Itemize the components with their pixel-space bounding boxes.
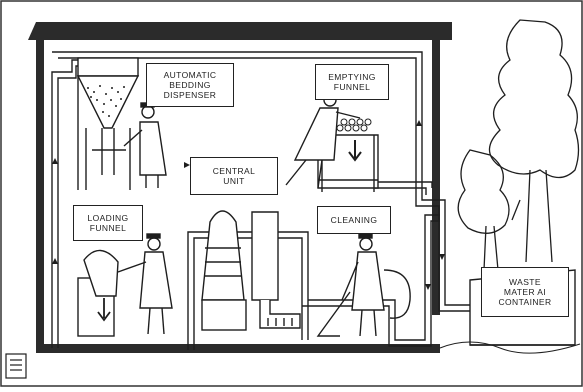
right-wall: [432, 40, 440, 315]
label-line: DISPENSER: [163, 90, 217, 100]
pipe-network: [51, 51, 470, 350]
label-line: MATER AI: [503, 287, 547, 297]
label-waste-material-container: WASTE MATER AI CONTAINER: [481, 267, 569, 317]
worker-loading: [117, 233, 173, 335]
label-line: FUNNEL: [89, 223, 127, 233]
pipe-arrows: [52, 120, 445, 290]
label-line: CENTRAL: [212, 166, 256, 176]
bedding-dispenser-hopper: [76, 57, 140, 190]
label-line: FUNNEL: [333, 82, 371, 92]
label-automatic-bedding-dispenser: AUTOMATIC BEDDING DISPENSER: [146, 63, 234, 107]
floor: [36, 344, 440, 353]
label-line: UNIT: [223, 176, 245, 186]
label-line: LOADING: [87, 213, 129, 223]
label-line: AUTOMATIC: [163, 70, 217, 80]
label-loading-funnel: LOADING FUNNEL: [73, 205, 143, 241]
label-line: CONTAINER: [498, 297, 552, 307]
worker-emptying: [285, 89, 361, 189]
bedding-stipple: [87, 85, 125, 117]
label-cleaning: CLEANING: [317, 206, 391, 234]
label-central-unit: CENTRAL UNIT: [190, 157, 278, 195]
label-line: EMPTYING: [328, 72, 376, 82]
left-wall: [36, 40, 44, 350]
label-line: CLEANING: [330, 215, 378, 225]
label-line: WASTE: [509, 277, 541, 287]
book-icon: [5, 353, 27, 379]
worker-cleaning: [316, 233, 411, 337]
crate-bottles: [336, 118, 372, 132]
loading-funnel: [77, 249, 119, 337]
label-emptying-funnel: EMPTYING FUNNEL: [315, 64, 389, 100]
label-line: BEDDING: [169, 80, 211, 90]
trees: [457, 19, 580, 271]
roof: [28, 22, 452, 40]
central-unit-machine: [201, 210, 301, 331]
emptying-arrow: [348, 140, 362, 162]
ground-line: [439, 341, 581, 354]
